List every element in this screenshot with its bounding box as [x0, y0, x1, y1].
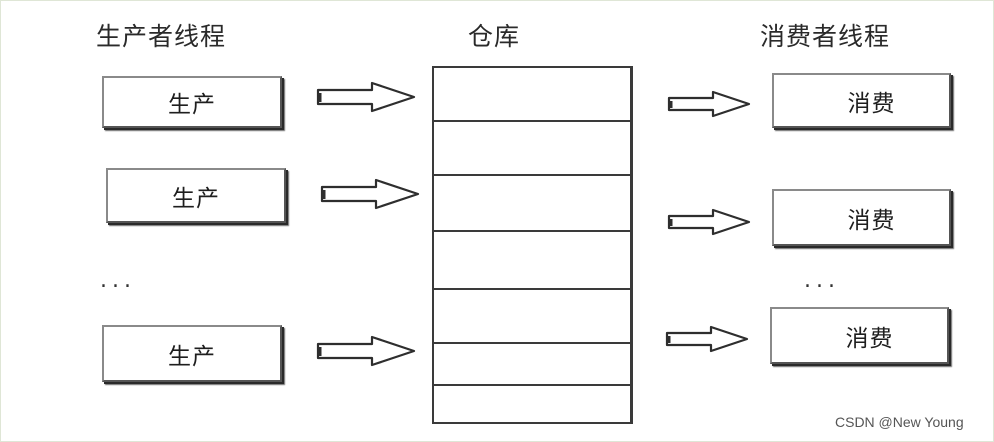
- warehouse-slot-divider: [434, 384, 630, 386]
- warehouse-slot-divider: [434, 288, 630, 290]
- producer-box: 生产: [102, 76, 282, 128]
- arrow-right-icon: [316, 335, 416, 367]
- watermark: CSDN @New Young: [835, 414, 964, 430]
- consumer-box: 消费: [770, 307, 949, 364]
- arrow-right-icon: [665, 325, 749, 353]
- producer-ellipsis: ...: [100, 268, 136, 293]
- warehouse-slot-divider: [434, 342, 630, 344]
- arrow-right-icon: [316, 81, 416, 113]
- consumer-box: 消费: [772, 73, 951, 128]
- consumer-ellipsis: ...: [804, 268, 840, 293]
- consumer-threads-heading: 消费者线程: [760, 22, 891, 51]
- consumer-label: 消费: [845, 325, 894, 352]
- warehouse-slot-divider: [434, 230, 630, 232]
- warehouse-slot-divider: [434, 120, 630, 122]
- consumer-box: 消费: [772, 189, 951, 246]
- warehouse-heading: 仓库: [468, 22, 521, 51]
- producer-label: 生产: [168, 92, 216, 118]
- producer-label: 生产: [168, 343, 216, 370]
- consumer-label: 消费: [847, 207, 896, 234]
- producer-box: 生产: [106, 168, 286, 223]
- arrow-right-icon: [667, 90, 751, 118]
- consumer-label: 消费: [847, 90, 896, 117]
- warehouse-buffer: [432, 66, 633, 424]
- producer-box: 生产: [102, 325, 282, 382]
- warehouse-slot-divider: [434, 174, 630, 176]
- producer-threads-heading: 生产者线程: [96, 22, 227, 51]
- arrow-right-icon: [667, 208, 751, 236]
- arrow-right-icon: [320, 178, 420, 210]
- producer-label: 生产: [172, 185, 220, 212]
